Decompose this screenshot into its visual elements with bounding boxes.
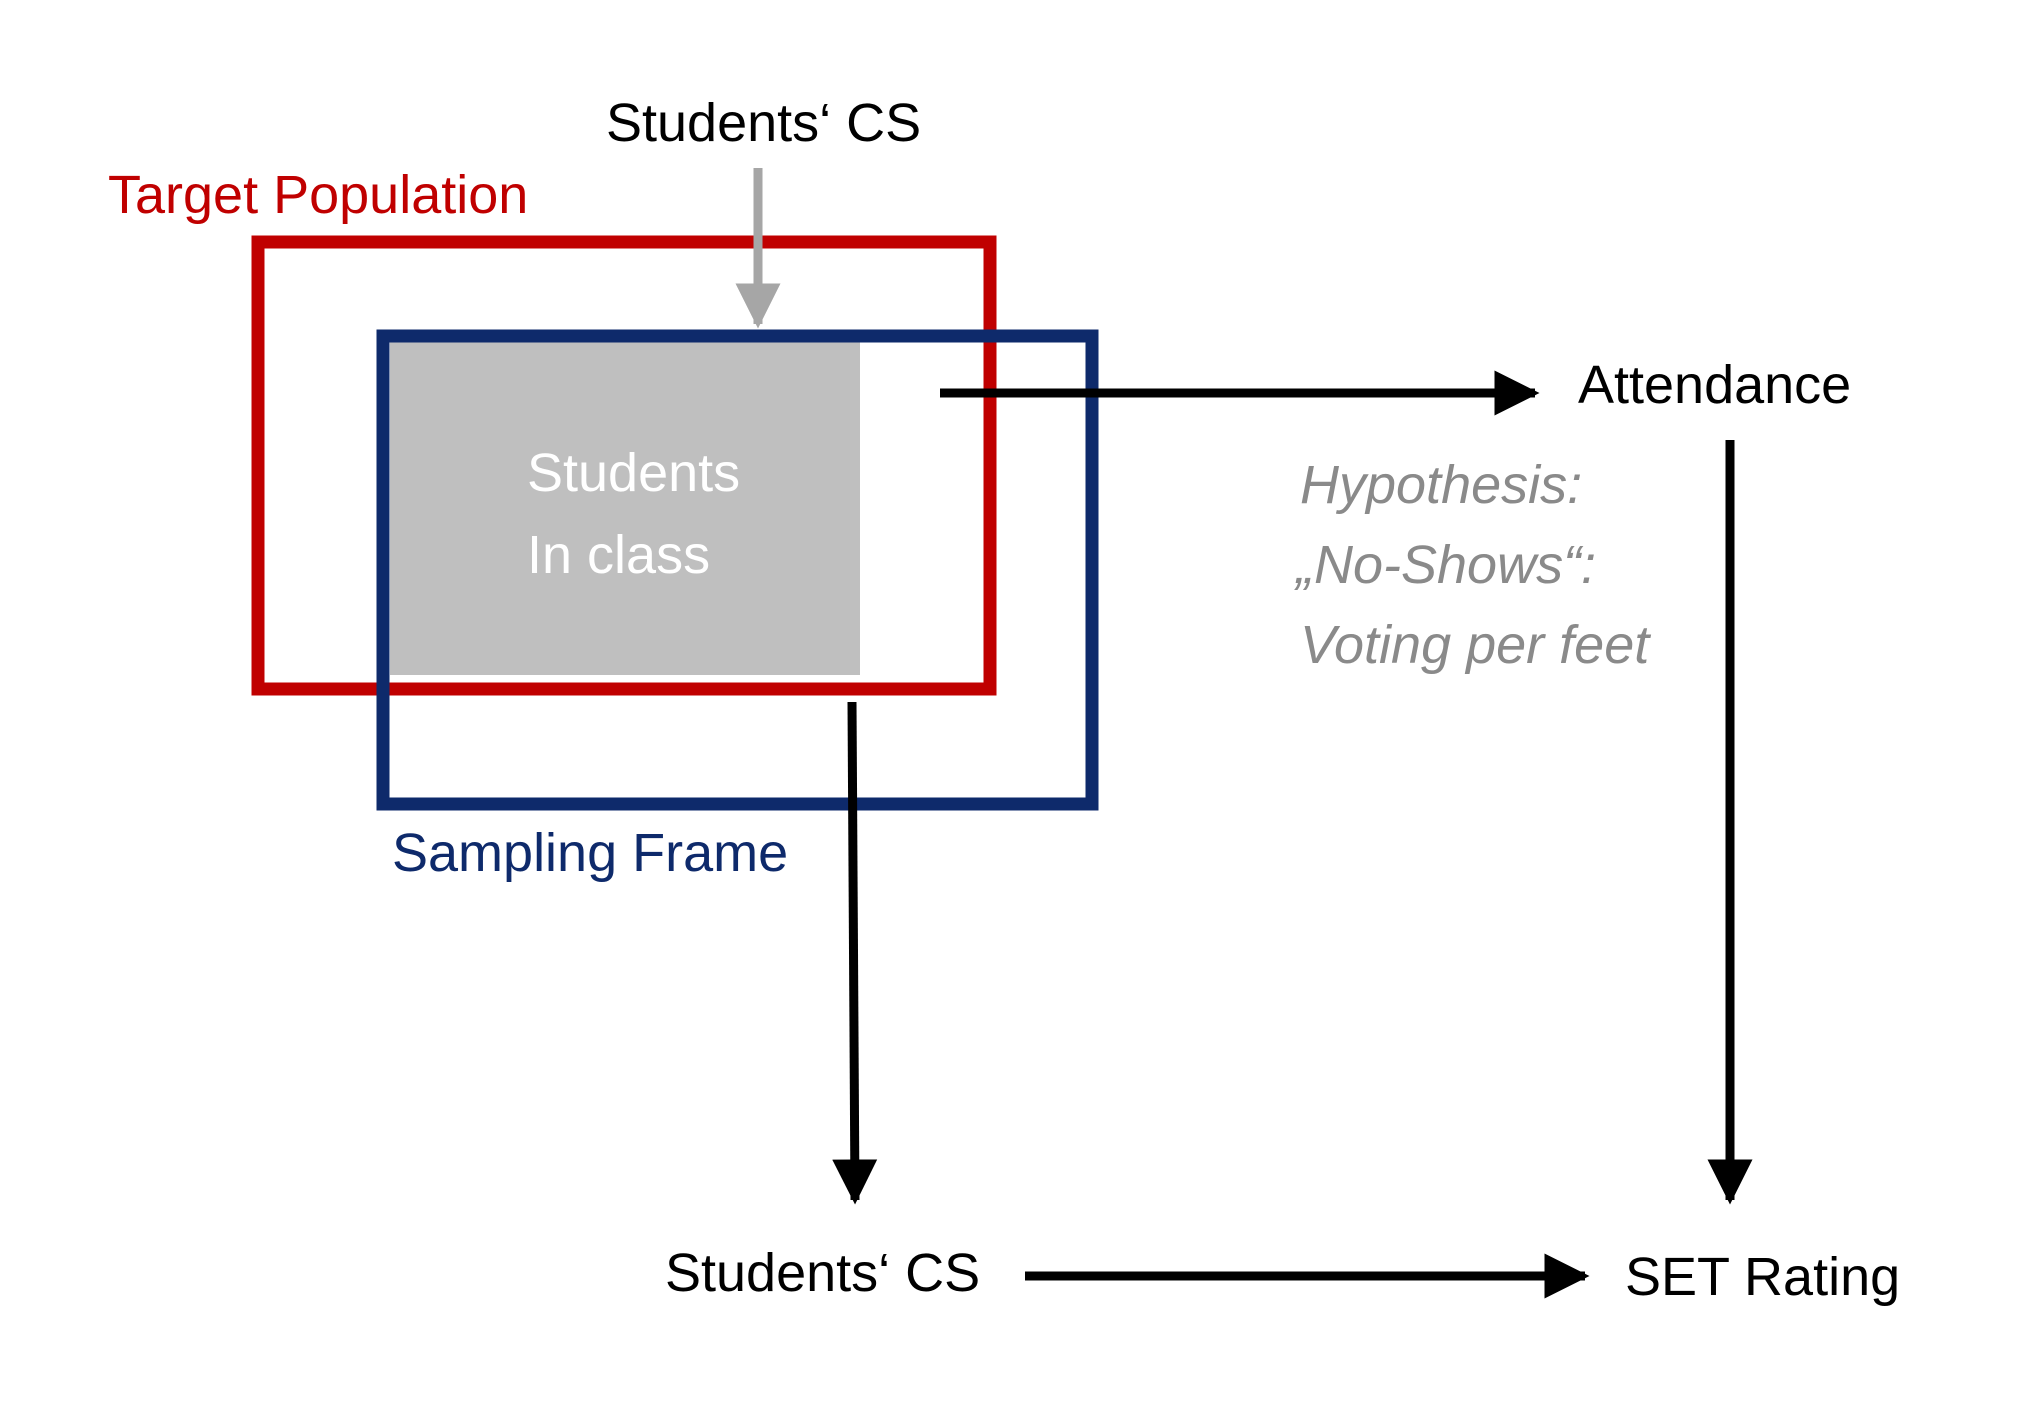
attendance-label: Attendance <box>1578 355 1852 415</box>
students-in-class-line1: Students <box>527 443 741 503</box>
sampling-frame-box <box>376 329 1099 811</box>
target-population-box <box>251 235 997 696</box>
hypothesis-line1: Hypothesis: <box>1300 455 1583 515</box>
arrow-class-to-cs <box>832 701 878 1205</box>
students-cs-bottom-label: Students‘ CS <box>665 1243 981 1303</box>
students-in-class-line2: In class <box>527 525 711 585</box>
sampling-frame-label: Sampling Frame <box>392 823 789 883</box>
hypothesis-line2: „No-Shows“: <box>1296 535 1597 595</box>
set-rating-label: SET Rating <box>1625 1247 1901 1307</box>
hypothesis-line3: Voting per feet <box>1300 615 1650 675</box>
students-in-class-region <box>390 340 860 675</box>
target-population-label: Target Population <box>108 165 529 225</box>
students-cs-top-label: Students‘ CS <box>606 93 922 153</box>
